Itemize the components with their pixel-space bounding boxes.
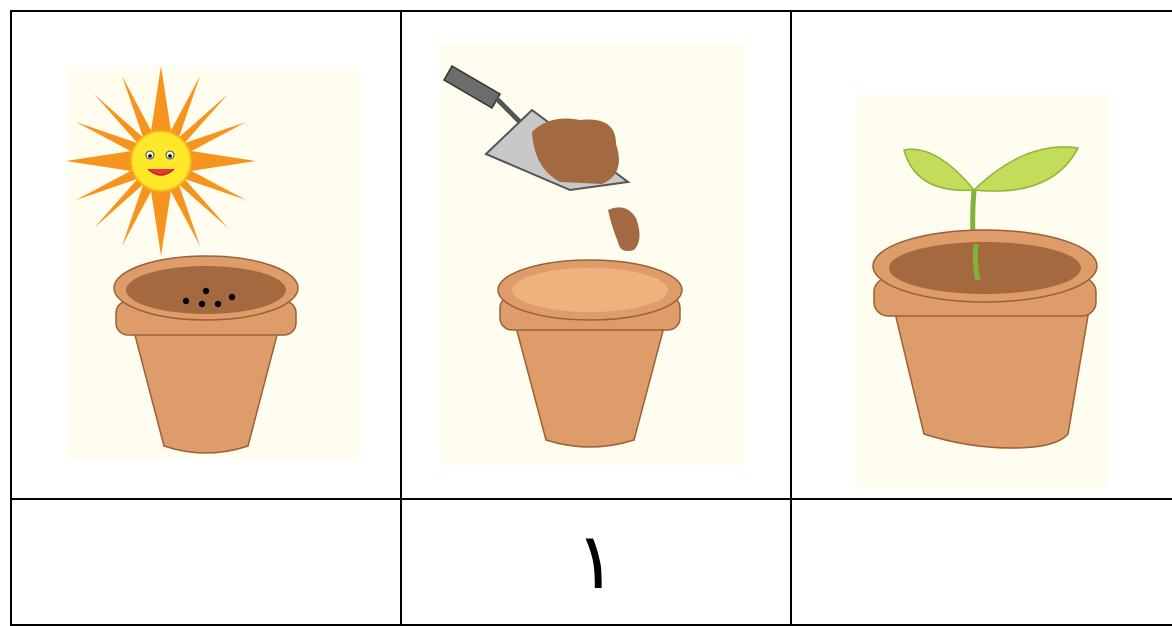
pot-with-sprout-icon (856, 94, 1110, 488)
picture-row (11, 11, 1172, 499)
picture-cell-3 (791, 11, 1172, 499)
picture-cell-2 (401, 11, 791, 499)
trowel-pouring-soil-into-pot-icon (440, 44, 744, 466)
sequence-number-2: ١ (575, 517, 617, 607)
label-cell-1 (11, 499, 401, 625)
label-row: ١ (11, 499, 1172, 625)
label-cell-3 (791, 499, 1172, 625)
sun-face (131, 131, 191, 191)
worksheet: ١ (10, 10, 1172, 624)
picture-cell-1 (11, 11, 401, 499)
sequence-table: ١ (10, 10, 1172, 626)
pot-with-seeds-under-sun-icon (66, 66, 360, 460)
label-cell-2: ١ (401, 499, 791, 625)
